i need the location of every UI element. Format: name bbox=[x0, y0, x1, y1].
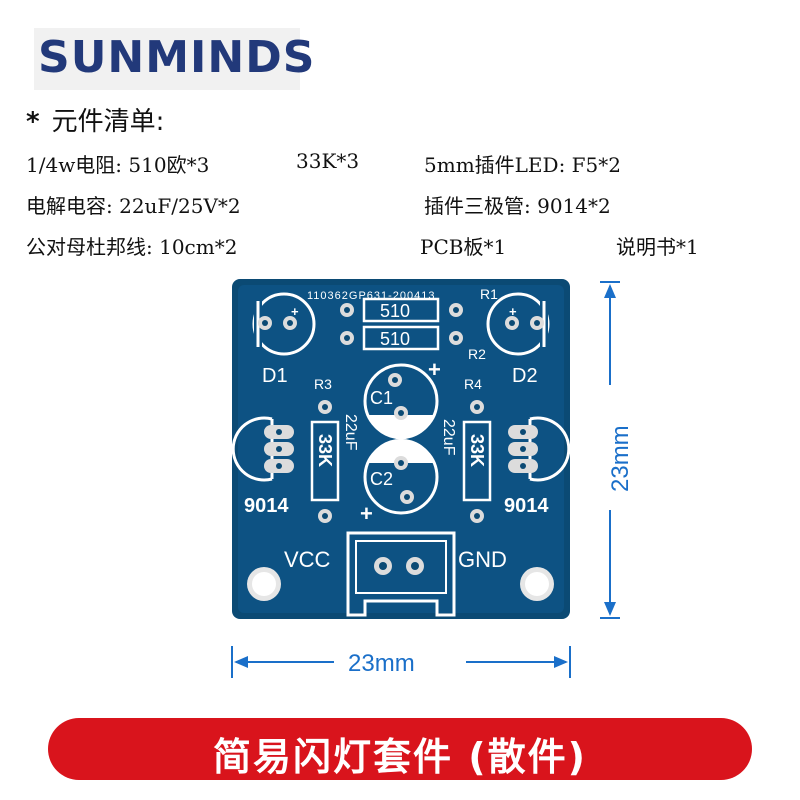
height-label: 23mm bbox=[607, 425, 634, 492]
led-d1-plus: + bbox=[291, 304, 299, 319]
label-q-left: 9014 bbox=[244, 495, 289, 517]
width-label: 23mm bbox=[348, 650, 415, 677]
c1-plus: + bbox=[428, 357, 441, 382]
part-item: 电解电容: 22uF/25V*2 bbox=[26, 194, 241, 218]
label-d1: D1 bbox=[262, 365, 288, 387]
label-cap-right: 22uF bbox=[440, 419, 457, 456]
transistor-right-footprint bbox=[508, 416, 570, 482]
width-dimension: 23mm bbox=[231, 646, 571, 678]
label-q-right: 9014 bbox=[504, 495, 549, 517]
label-vcc: VCC bbox=[284, 547, 331, 572]
height-dimension: 23mm bbox=[600, 281, 634, 619]
label-res-bottom: 510 bbox=[380, 329, 410, 349]
heading-marker: * bbox=[26, 107, 40, 137]
part-item: 插件三极管: 9014*2 bbox=[424, 194, 611, 218]
led-d2-plus: + bbox=[509, 304, 517, 319]
banner-title: 简易闪灯套件 (散件) bbox=[213, 735, 587, 779]
label-r3: R3 bbox=[314, 376, 332, 392]
arrow-up-icon bbox=[604, 284, 616, 298]
label-res-right: 33K bbox=[467, 434, 487, 467]
pcb-board: 110362GP631-200413 + D1 + D2 R1 510 510 … bbox=[232, 279, 570, 619]
capacitor-c2-footprint bbox=[363, 438, 439, 515]
label-r1: R1 bbox=[480, 286, 498, 302]
label-cap-left: 22uF bbox=[342, 414, 359, 451]
label-r4: R4 bbox=[464, 376, 482, 392]
part-item: 33K*3 bbox=[296, 149, 360, 173]
label-d2: D2 bbox=[512, 365, 538, 387]
capacitor-c1-footprint bbox=[363, 363, 439, 440]
arrow-right-icon bbox=[554, 656, 568, 668]
arrow-left-icon bbox=[234, 656, 248, 668]
label-gnd: GND bbox=[458, 547, 507, 572]
heading-text: 元件清单: bbox=[51, 107, 165, 137]
transistor-left-footprint bbox=[232, 416, 294, 482]
label-r2: R2 bbox=[468, 346, 486, 362]
c2-plus: + bbox=[360, 501, 373, 526]
label-res-top: 510 bbox=[380, 301, 410, 321]
led-d2-footprint: + bbox=[486, 292, 550, 356]
parts-list-heading: * 元件清单: bbox=[26, 101, 164, 138]
part-item: PCB板*1 bbox=[420, 235, 507, 259]
brand-name: SUNMINDS bbox=[38, 32, 316, 83]
arrow-down-icon bbox=[604, 602, 616, 616]
label-c1: C1 bbox=[370, 388, 393, 408]
title-banner: 简易闪灯套件 (散件) bbox=[48, 718, 752, 780]
label-c2: C2 bbox=[370, 469, 393, 489]
label-res-left: 33K bbox=[315, 434, 335, 467]
part-item: 公对母杜邦线: 10cm*2 bbox=[26, 235, 238, 259]
power-connector-footprint bbox=[346, 531, 456, 617]
brand-logo: SUNMINDS bbox=[34, 28, 314, 90]
part-item: 1/4w电阻: 510欧*3 bbox=[26, 153, 210, 177]
part-item: 5mm插件LED: F5*2 bbox=[424, 153, 621, 177]
led-d1-footprint: + bbox=[252, 292, 316, 356]
part-item: 说明书*1 bbox=[616, 235, 699, 259]
